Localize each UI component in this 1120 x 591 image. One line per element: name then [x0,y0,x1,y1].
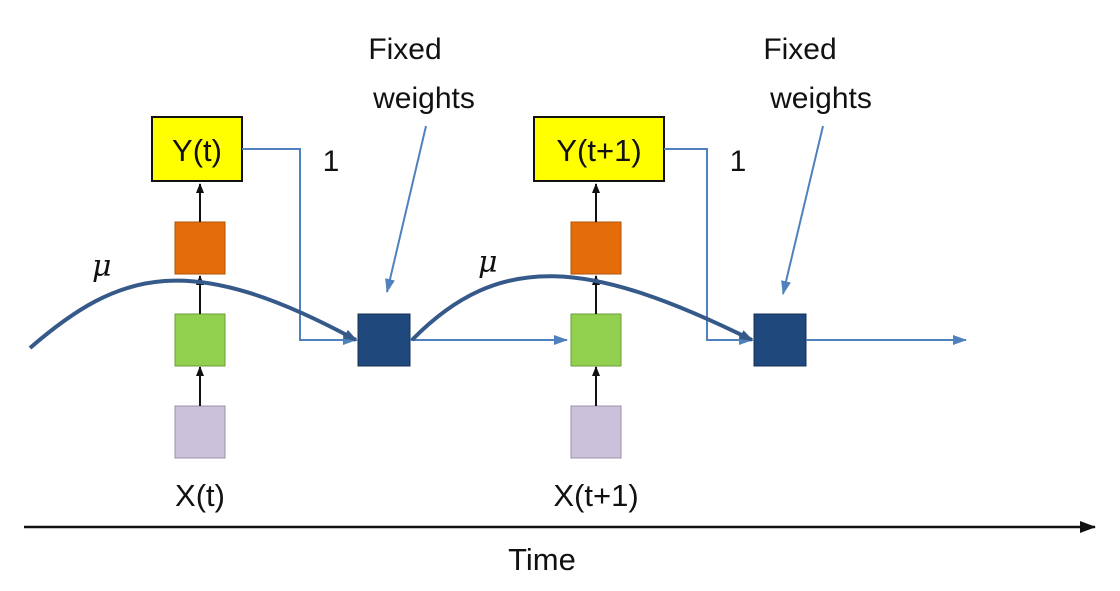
memory-curve [410,274,754,342]
hidden-layer-box [174,221,226,275]
output-box [151,116,243,182]
hidden-layer-box [570,221,622,275]
time-step-1: X(t) Y(t) 1 μ Fixed weights [28,33,475,513]
time-label: Time [508,542,576,577]
memory-box [357,313,411,367]
output-label: Y(t) [172,133,222,168]
input-label: X(t) [175,478,225,513]
annotation-arrow [781,125,824,295]
weight-label: 1 [730,145,747,178]
output-box [533,116,665,182]
input-layer-box [570,313,622,367]
input-box [570,405,622,459]
annotation-weights: weights [372,82,475,115]
input-box [174,405,226,459]
annotation-fixed: Fixed [763,33,836,66]
time-step-2: X(t+1) Y(t+1) 1 μ Fixed weights [410,33,967,513]
input-layer-box [174,313,226,367]
annotation-weights: weights [769,82,872,115]
mu-label: μ [92,249,112,284]
memory-box [753,313,807,367]
annotation-fixed: Fixed [368,33,441,66]
annotation-arrow [385,125,427,293]
memory-curve [28,278,358,350]
mu-label: μ [478,245,498,280]
weight-label: 1 [323,145,340,178]
input-label: X(t+1) [553,478,638,513]
output-to-memory-line [664,148,753,345]
output-label: Y(t+1) [556,133,641,168]
output-to-memory-line [242,148,357,345]
